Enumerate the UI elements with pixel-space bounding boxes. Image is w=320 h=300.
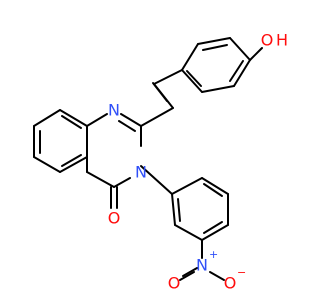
bond [120, 113, 142, 127]
bond [197, 37, 231, 45]
bond [33, 156, 61, 173]
bond [203, 183, 223, 197]
structure-diagram: N N O O H N + O O − [33, 31, 288, 293]
bond [177, 198, 181, 222]
bond [174, 224, 203, 241]
bond [171, 177, 203, 195]
bond [140, 107, 174, 127]
bond [118, 120, 136, 132]
molecule-canvas: N N O O H N + O O − [33, 31, 288, 293]
nitro-nitrogen-label: N [196, 256, 208, 275]
bond [153, 69, 183, 85]
bond [61, 115, 82, 129]
bond [171, 193, 176, 226]
hydroxyl-oxygen-label: O [261, 31, 274, 50]
bond [86, 113, 108, 127]
bond [152, 82, 168, 102]
nitrogen-label: N [135, 163, 147, 182]
benzo-ring [33, 109, 88, 173]
bond [182, 267, 198, 277]
bond [59, 109, 88, 127]
hydroxyphenyl-ring [153, 37, 263, 93]
bond [229, 60, 244, 82]
bond [201, 85, 235, 93]
bond [113, 177, 131, 188]
bond [229, 37, 251, 61]
bond [181, 69, 203, 93]
bond [140, 165, 173, 195]
bond [249, 47, 263, 61]
bond [86, 171, 115, 188]
nitrogen-label: N [108, 101, 120, 120]
bond [61, 154, 82, 167]
oxygen-label: O [108, 209, 121, 228]
bond [201, 177, 229, 195]
nitro-nitrogen-charge: + [209, 248, 218, 261]
nitro-oxygen-label: O [168, 274, 181, 293]
bond [59, 156, 88, 173]
bond [233, 59, 251, 87]
hydroxyl-hydrogen-label: H [276, 31, 288, 50]
bond [202, 44, 228, 51]
bond [181, 43, 199, 71]
bond [33, 109, 61, 127]
nitro-oxygen-anion-label: O [224, 274, 237, 293]
bond [203, 221, 223, 234]
bond [179, 271, 195, 281]
vinyl-linker [140, 82, 174, 127]
bond [186, 70, 202, 87]
bond [209, 271, 225, 281]
bond [201, 224, 229, 241]
nitro-oxygen-charge: − [237, 266, 246, 279]
nitrophenyl-ring [140, 165, 229, 281]
pyrimidinone-ring [86, 113, 142, 209]
